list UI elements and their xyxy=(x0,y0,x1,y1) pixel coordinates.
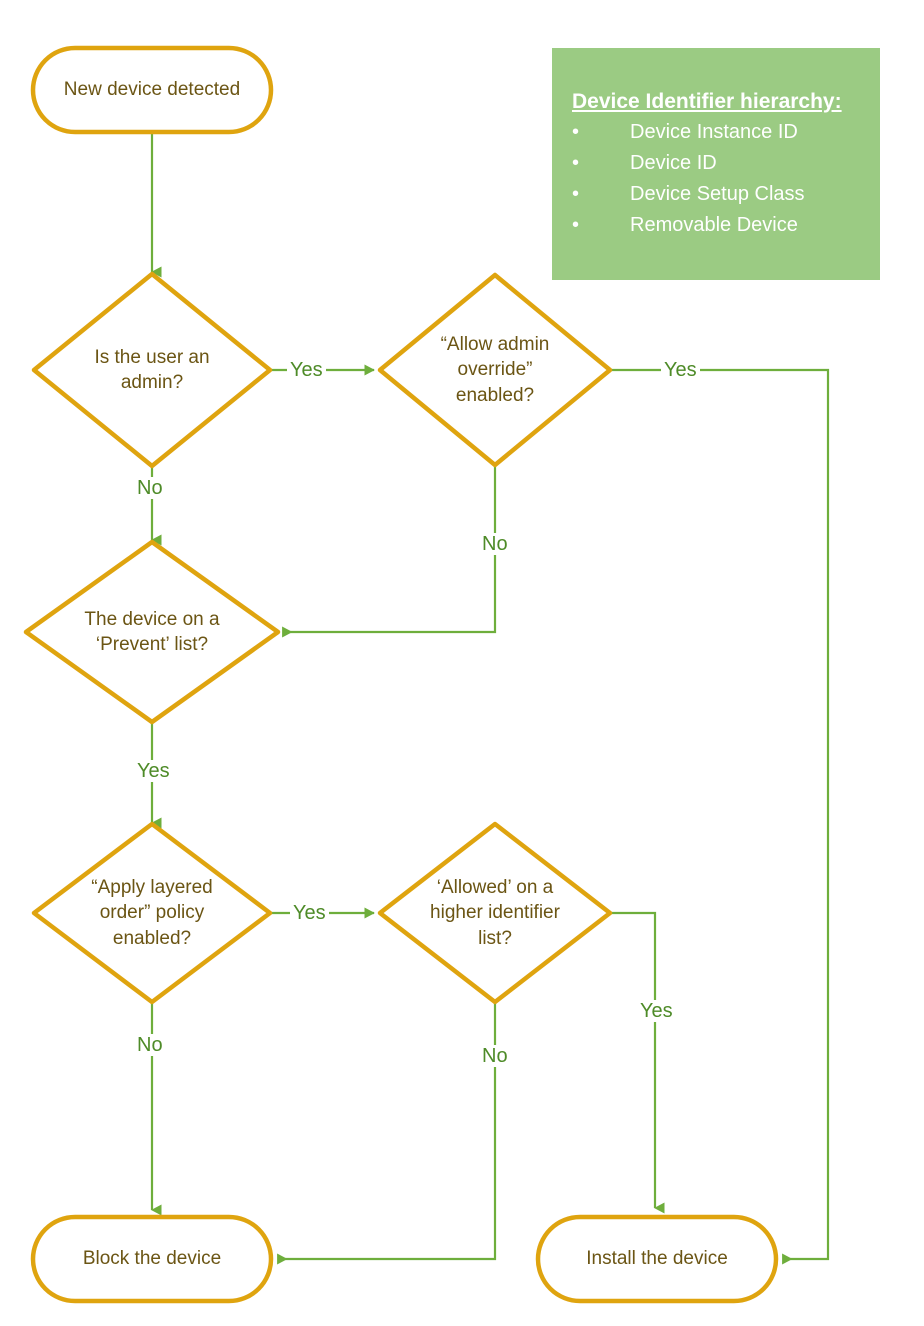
list-item: • Removable Device xyxy=(562,210,880,241)
edge-label-prevent-yes: Yes xyxy=(134,760,173,782)
node-is-admin-shape xyxy=(31,271,273,469)
edge-label-layered-no: No xyxy=(134,1034,166,1056)
legend-item-label: Device ID xyxy=(630,152,717,175)
node-install-shape xyxy=(535,1214,779,1304)
device-identifier-hierarchy-note: Device Identifier hierarchy: • Device In… xyxy=(552,48,880,280)
edge-label-override-yes: Yes xyxy=(661,359,700,381)
edge-override-no xyxy=(282,463,497,638)
bullet-icon: • xyxy=(572,121,580,144)
edge-label-is-admin-yes: Yes xyxy=(287,359,326,381)
edge-override-yes xyxy=(610,368,830,1265)
edge-label-layered-yes: Yes xyxy=(290,902,329,924)
bullet-icon: • xyxy=(572,214,580,237)
bullet-icon: • xyxy=(572,152,580,175)
list-item: • Device Instance ID xyxy=(562,117,880,148)
edge-label-higher-yes: Yes xyxy=(637,1000,676,1022)
list-item: • Device Setup Class xyxy=(562,179,880,210)
list-item: • Device ID xyxy=(562,148,880,179)
edge-label-is-admin-no: No xyxy=(134,477,166,499)
edge-label-higher-no: No xyxy=(479,1045,511,1067)
bullet-icon: • xyxy=(572,183,580,206)
node-start-shape xyxy=(30,45,274,135)
legend-item-label: Device Setup Class xyxy=(630,183,805,206)
node-layered-order-shape xyxy=(31,821,273,1005)
legend-title: Device Identifier hierarchy: xyxy=(572,90,842,113)
edge-label-override-no: No xyxy=(479,533,511,555)
node-block-shape xyxy=(30,1214,274,1304)
node-admin-override-shape xyxy=(377,272,613,468)
edge-higher-no xyxy=(277,1003,497,1265)
node-prevent-list-shape xyxy=(23,539,281,725)
legend-item-label: Device Instance ID xyxy=(630,121,798,144)
node-higher-list-shape xyxy=(377,821,613,1005)
legend-item-label: Removable Device xyxy=(630,214,798,237)
edge-higher-yes xyxy=(610,911,665,1214)
legend-list: • Device Instance ID • Device ID • Devic… xyxy=(562,117,880,241)
